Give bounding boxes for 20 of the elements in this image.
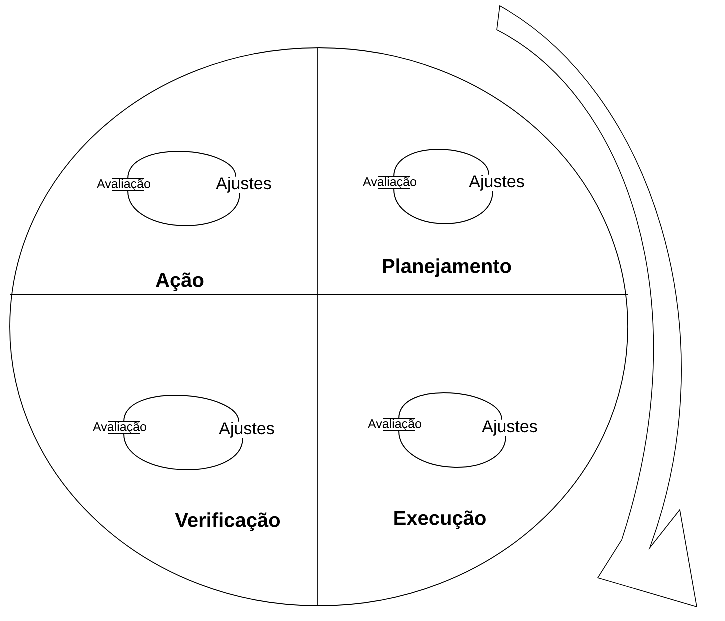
quadrant-title: Verificação bbox=[175, 512, 280, 532]
text-label: Ajustes bbox=[216, 177, 272, 193]
curved-arrow bbox=[378, 188, 494, 224]
curved-arrow bbox=[112, 151, 236, 180]
curved-arrow bbox=[378, 149, 490, 178]
quadrant-title: Planejamento bbox=[383, 258, 512, 278]
text-label: Avaliação bbox=[97, 179, 150, 191]
curved-arrow bbox=[112, 190, 240, 226]
curved-arrow bbox=[108, 395, 240, 422]
text-label: Ajustes bbox=[469, 175, 524, 191]
curved-arrow bbox=[382, 430, 506, 468]
curved-arrow bbox=[382, 392, 502, 420]
text-label: Avaliação bbox=[93, 422, 146, 434]
quadrant-title: Execução bbox=[394, 510, 486, 530]
curved-arrow bbox=[108, 434, 244, 470]
quadrant-title: Ação bbox=[156, 272, 204, 292]
text-label: Ajustes bbox=[219, 422, 274, 438]
text-label: Ajustes bbox=[482, 420, 538, 436]
text-label: Avaliação bbox=[363, 177, 416, 189]
text-label: Avaliação bbox=[368, 419, 422, 431]
